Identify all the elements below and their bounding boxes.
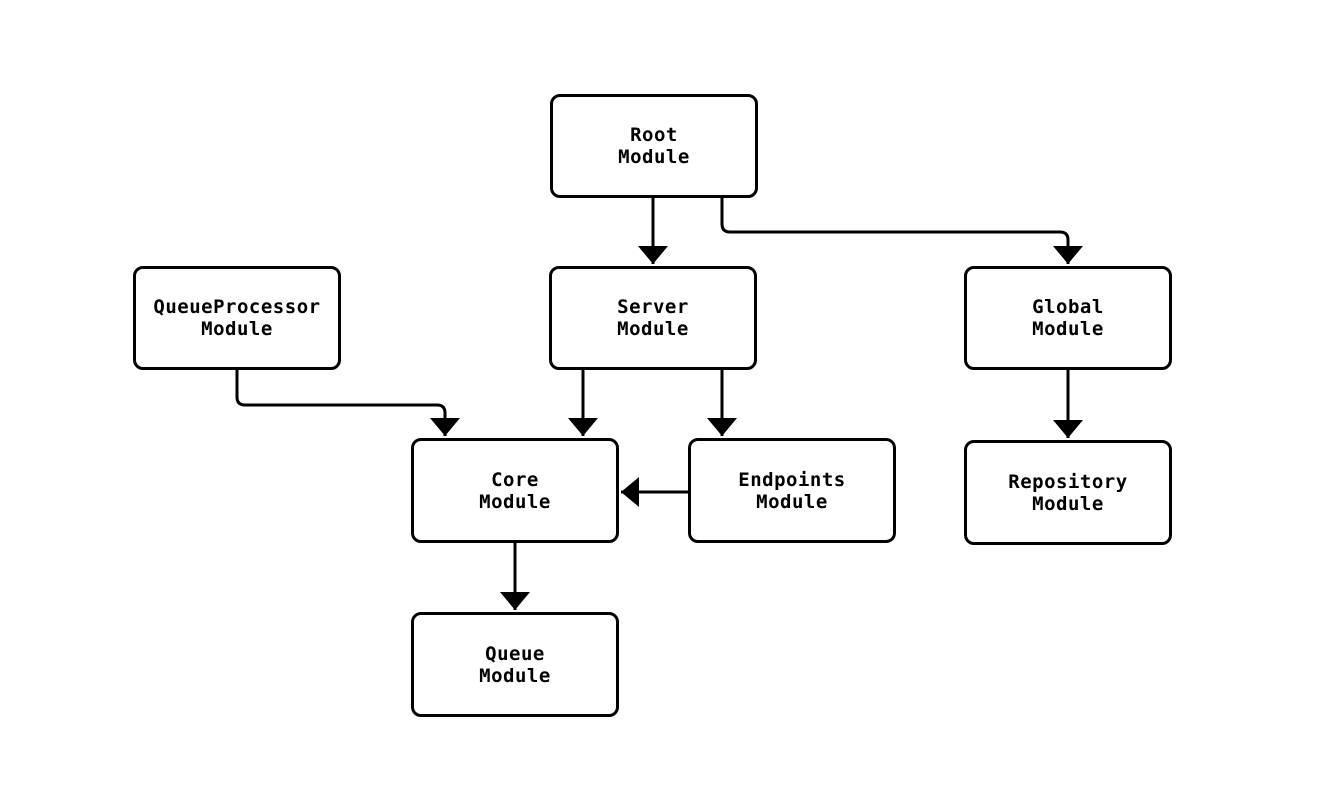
node-queue-module: Queue Module (411, 612, 619, 717)
node-root-module: Root Module (550, 94, 758, 198)
node-root-label-line1: Root (630, 124, 678, 146)
node-queueprocessor-label-line1: QueueProcessor (153, 296, 321, 318)
node-core-label-line1: Core (491, 468, 539, 491)
node-queue-label-line1: Queue (485, 642, 545, 665)
node-core-label-line2: Module (479, 490, 551, 513)
node-endpoints-label-line1: Endpoints (738, 468, 846, 491)
node-global-label-line1: Global (1032, 296, 1104, 318)
node-server-label-line2: Module (617, 318, 689, 340)
node-core-module: Core Module (411, 438, 619, 543)
node-endpoints-module: Endpoints Module (688, 438, 896, 543)
node-queueprocessor-label-line2: Module (201, 318, 273, 340)
node-repository-module: Repository Module (964, 440, 1172, 545)
node-repository-label-line1: Repository (1008, 470, 1128, 493)
node-queue-label-line2: Module (479, 664, 551, 687)
node-server-module: Server Module (549, 266, 757, 370)
node-global-module: Global Module (964, 266, 1172, 370)
node-queueprocessor-module: QueueProcessor Module (133, 266, 341, 370)
node-repository-label-line2: Module (1032, 492, 1104, 515)
node-server-label-line1: Server (617, 296, 689, 318)
node-global-label-line2: Module (1032, 318, 1104, 340)
node-root-label-line2: Module (618, 146, 690, 168)
edge-queueprocessor-to-core (235, 370, 460, 436)
node-endpoints-label-line2: Module (756, 490, 828, 513)
edge-root-to-global (720, 198, 1083, 264)
